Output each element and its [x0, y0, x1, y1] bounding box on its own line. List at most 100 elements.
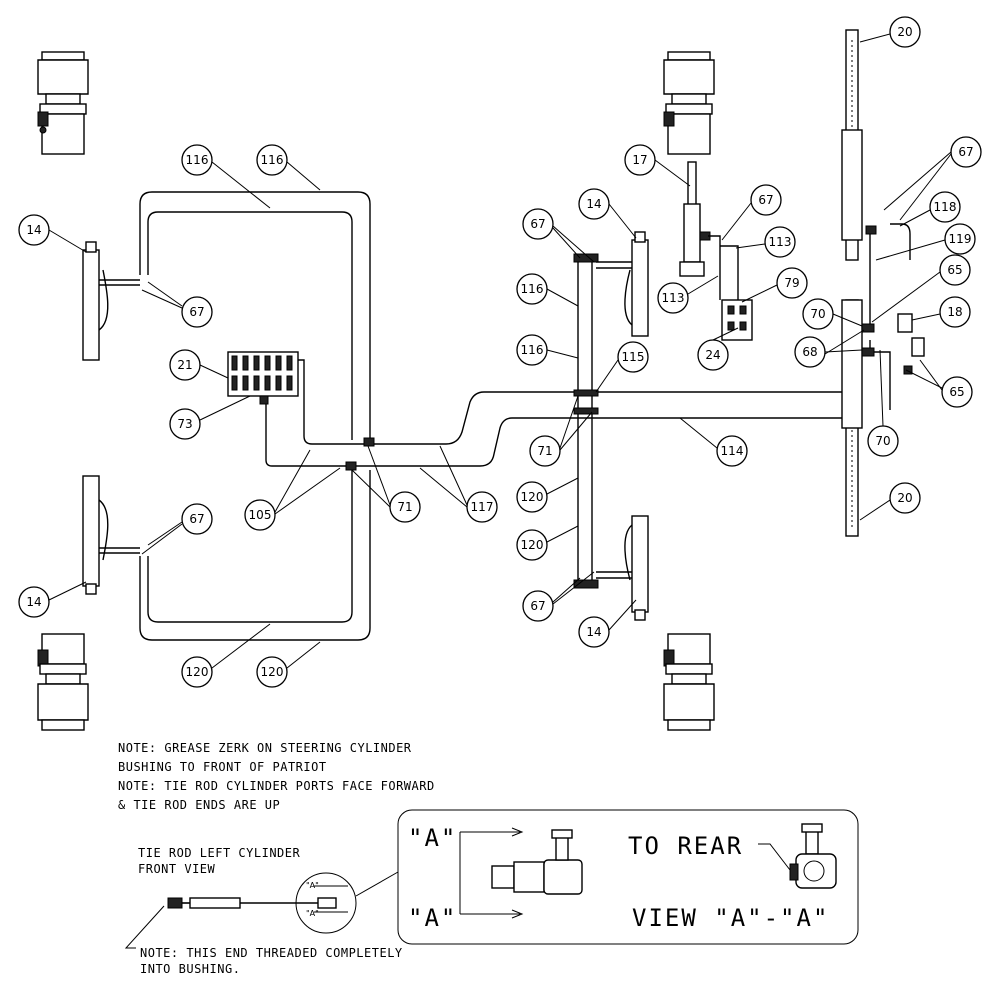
callout-circle — [617, 341, 649, 373]
callout-number: 70 — [875, 434, 890, 448]
callout-number: 114 — [721, 444, 744, 458]
callout-65: 65 — [941, 376, 973, 408]
callout-circle — [522, 590, 554, 622]
callout-circle — [950, 136, 982, 168]
callout-number: 116 — [186, 153, 209, 167]
to-rear-leader — [758, 843, 791, 871]
callout-number: 67 — [189, 305, 204, 319]
callout-116: 116 — [516, 273, 548, 305]
callout-number: 20 — [897, 491, 912, 505]
callout-circle — [522, 208, 554, 240]
hose-114 — [265, 404, 846, 467]
tie-rod-cylinder-detail: "A" "A" — [167, 871, 399, 934]
view-arrow-top — [460, 827, 524, 837]
callout-circle — [181, 503, 213, 535]
callout-113: 113 — [764, 226, 796, 258]
inset-marker-a-bottom: "A" — [306, 909, 319, 918]
callout-circle — [889, 482, 921, 514]
callout-67: 67 — [522, 590, 554, 622]
callout-circle — [181, 144, 213, 176]
callout-number: 120 — [521, 490, 544, 504]
callout-circle — [256, 144, 288, 176]
callout-number: 14 — [586, 625, 601, 639]
callout-circle — [181, 296, 213, 328]
callout-number: 17 — [632, 153, 647, 167]
callout-number: 119 — [949, 232, 972, 246]
view-marker-a-top: "A" — [408, 824, 457, 852]
callout-68: 68 — [794, 336, 826, 368]
view-arrow-bottom — [460, 909, 524, 919]
callout-number: 116 — [521, 343, 544, 357]
callout-18: 18 — [939, 296, 971, 328]
callout-71: 71 — [389, 491, 421, 523]
callout-circle — [867, 425, 899, 457]
steering-cylinder-left-bottom — [82, 475, 140, 595]
callout-circle — [169, 408, 201, 440]
callout-number: 120 — [186, 665, 209, 679]
callout-number: 14 — [26, 223, 41, 237]
callout-67: 67 — [522, 208, 554, 240]
callout-71: 71 — [529, 435, 561, 467]
hose-118 — [890, 223, 911, 260]
callout-73: 73 — [169, 408, 201, 440]
callout-number: 71 — [537, 444, 552, 458]
callout-number: 65 — [949, 385, 964, 399]
callout-number: 68 — [802, 345, 817, 359]
view-a-a-box — [397, 809, 859, 945]
callout-number: 20 — [897, 25, 912, 39]
callout-number: 18 — [947, 305, 962, 319]
callout-circle — [802, 298, 834, 330]
hose-113a — [708, 235, 721, 300]
thread-note-leader — [124, 905, 165, 949]
detail-title-line1: TIE ROD LEFT CYLINDER — [138, 846, 300, 860]
callout-circle — [516, 481, 548, 513]
callout-number: 116 — [521, 282, 544, 296]
callout-120: 120 — [516, 481, 548, 513]
callout-113: 113 — [657, 282, 689, 314]
note-line-3: NOTE: TIE ROD CYLINDER PORTS FACE FORWAR… — [118, 779, 435, 793]
callout-65: 65 — [939, 254, 971, 286]
callout-number: 120 — [261, 665, 284, 679]
callout-number: 120 — [521, 538, 544, 552]
callout-number: 21 — [177, 358, 192, 372]
callout-14: 14 — [578, 188, 610, 220]
callout-17: 17 — [624, 144, 656, 176]
valve-18 — [897, 313, 925, 357]
callout-circle — [18, 586, 50, 618]
steering-cylinder-right-bottom — [596, 515, 649, 621]
callout-number: 67 — [530, 217, 545, 231]
callout-circle — [794, 336, 826, 368]
callout-circle — [466, 491, 498, 523]
thread-note-line2: INTO BUSHING. — [140, 962, 240, 976]
callout-circle — [18, 214, 50, 246]
note-line-1: NOTE: GREASE ZERK ON STEERING CYLINDER — [118, 741, 412, 755]
fitting-rear-view — [789, 823, 837, 889]
callout-number: 67 — [958, 145, 973, 159]
callout-116: 116 — [181, 144, 213, 176]
callout-number: 113 — [769, 235, 792, 249]
callout-115: 115 — [617, 341, 649, 373]
callout-number: 113 — [662, 291, 685, 305]
callout-67: 67 — [750, 184, 782, 216]
callout-67: 67 — [181, 503, 213, 535]
callout-circle — [776, 267, 808, 299]
hose-113b — [720, 245, 739, 300]
rear-cylinder-top — [841, 29, 863, 261]
rear-cylinder-bottom — [841, 299, 863, 537]
callout-67: 67 — [181, 296, 213, 328]
callout-leaders — [48, 33, 952, 669]
wheel-hub-bottom-right — [663, 633, 715, 731]
callout-number: 67 — [189, 512, 204, 526]
callout-circle — [181, 656, 213, 688]
callout-24: 24 — [697, 339, 729, 371]
callout-circle — [624, 144, 656, 176]
callout-number: 115 — [622, 350, 645, 364]
callout-circle — [716, 435, 748, 467]
callout-circle — [578, 616, 610, 648]
callout-number: 70 — [810, 307, 825, 321]
callout-circle — [256, 656, 288, 688]
callout-120: 120 — [181, 656, 213, 688]
callout-79: 79 — [776, 267, 808, 299]
callout-118: 118 — [929, 191, 961, 223]
